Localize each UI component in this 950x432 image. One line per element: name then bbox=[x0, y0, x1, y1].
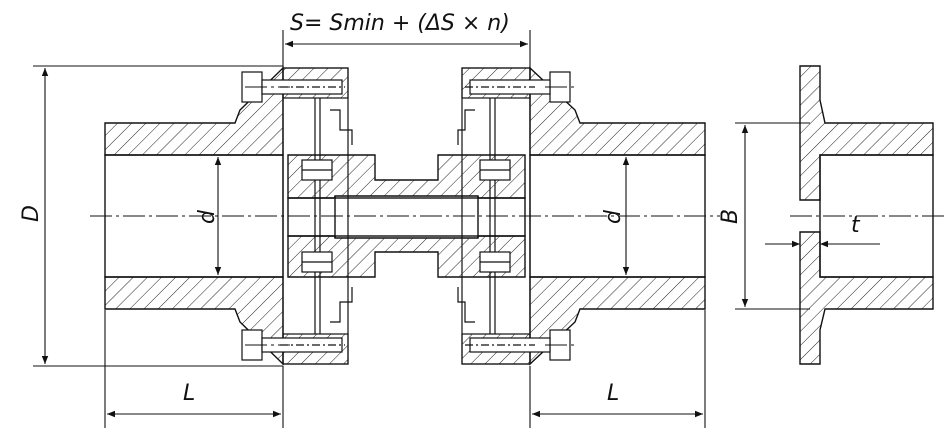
bolts bbox=[241, 71, 571, 361]
label-L-left: L bbox=[183, 381, 195, 406]
label-B: B bbox=[718, 209, 743, 224]
inner-bolt-tl bbox=[301, 159, 333, 181]
center-lines bbox=[90, 86, 945, 346]
dimension-lines bbox=[33, 30, 880, 428]
inner-bolt-bl bbox=[301, 251, 333, 273]
center-spacer bbox=[287, 154, 526, 278]
inner-bolt-tr bbox=[479, 159, 511, 181]
spacer-bore bbox=[287, 197, 526, 237]
inner-bolt-br bbox=[479, 251, 511, 273]
bolt-top-right bbox=[465, 71, 571, 103]
label-D: D bbox=[19, 205, 44, 222]
label-d-left: d bbox=[195, 209, 220, 224]
side-flange-top bbox=[799, 65, 934, 201]
formula-label: S= Smin + (ΔS × n) bbox=[290, 11, 510, 36]
side-flange-section bbox=[799, 65, 934, 365]
label-d-right: d bbox=[601, 209, 626, 224]
label-L-right: L bbox=[607, 381, 619, 406]
label-t: t bbox=[851, 213, 861, 238]
